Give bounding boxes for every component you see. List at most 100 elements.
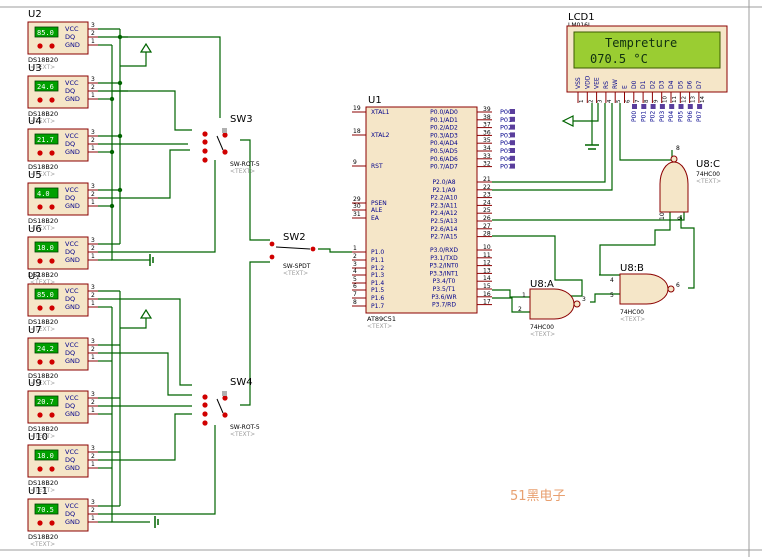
sensor-pin-dq: DQ xyxy=(65,402,75,410)
net-terminal xyxy=(510,132,515,138)
sensor-ref: U6 xyxy=(28,224,42,235)
gate-bubble xyxy=(667,285,675,293)
sensor-part: DS18B20 xyxy=(28,479,58,487)
gate-pin: 9 xyxy=(677,216,684,220)
mcu-pin-name: P0.3/AD3 xyxy=(430,132,458,139)
p0-net-label: P00 xyxy=(500,108,512,116)
sensor-pin-vcc: VCC xyxy=(65,341,79,349)
sensor-pin-dq: DQ xyxy=(65,510,75,518)
switch-handle xyxy=(222,128,227,133)
switch-contact xyxy=(222,395,228,401)
sensor-button-right xyxy=(49,466,55,472)
sensor-button-right xyxy=(49,97,55,103)
switch-contact xyxy=(222,412,228,418)
net-terminal xyxy=(510,148,515,153)
junction-dot xyxy=(109,149,115,155)
mcu-pin-num: 29 xyxy=(353,196,361,203)
gate-ref: U8:A xyxy=(530,279,554,290)
mcu-pin-num: 17 xyxy=(483,299,491,306)
sensor-pin-number: 3 xyxy=(91,284,95,291)
switch-contact xyxy=(269,241,275,247)
net-terminal xyxy=(650,104,656,109)
mcu-pin-name: P2.5/A13 xyxy=(431,218,458,225)
net-terminal xyxy=(510,163,515,169)
p0-net-label: P02 xyxy=(500,124,512,132)
sensor-text: <TEXT> xyxy=(30,225,55,232)
p0-net-label: P07 xyxy=(500,163,512,171)
wire-p21-rw xyxy=(492,103,613,191)
mcu-pin-name: P1.7 xyxy=(371,303,384,310)
sensor-ref: U4 xyxy=(28,116,42,127)
sensor-text: <TEXT> xyxy=(30,64,55,71)
lcd-pin-name: VDD xyxy=(584,75,591,89)
sensor-pin-gnd: GND xyxy=(65,95,80,103)
net-terminal xyxy=(510,109,515,114)
gate-part: 74HC00 xyxy=(620,309,644,316)
lcd-line-2: 070.5 °C xyxy=(590,52,648,66)
wire-p25-gate xyxy=(492,212,685,221)
sensor-pin-dq: DQ xyxy=(65,349,75,357)
gate-u8a xyxy=(529,288,581,320)
lcd-pin-num: 4 xyxy=(607,99,613,103)
mcu-pin-name: P2.6/A14 xyxy=(431,226,458,233)
net-terminal xyxy=(510,124,515,130)
mcu-pin-num: 9 xyxy=(353,159,357,166)
lcd-bus-label: P07 xyxy=(696,111,703,122)
sensor-pin-number: 1 xyxy=(91,253,95,260)
mcu-pin-name: P1.5 xyxy=(371,287,384,294)
switch-ref: SW4 xyxy=(230,377,253,388)
gate-u8c xyxy=(659,155,689,213)
sensor-reading: 18.0 xyxy=(37,452,54,460)
wire-ub-out xyxy=(680,215,695,289)
gate-pin: 4 xyxy=(610,277,614,284)
sensor-pin-dq: DQ xyxy=(65,140,75,148)
mcu-pin-num: 13 xyxy=(483,267,491,274)
sensor-display xyxy=(34,187,59,199)
net-terminal xyxy=(697,104,703,109)
lcd-bus-label: P05 xyxy=(678,111,685,122)
lcd-bus-label: P06 xyxy=(687,111,694,122)
mcu-pin-num: 32 xyxy=(483,161,491,168)
lcd-pin-num: 3 xyxy=(598,99,604,103)
gate-body xyxy=(529,288,575,320)
mcu-pin-name: P1.3 xyxy=(371,272,384,279)
sensor-pin-gnd: GND xyxy=(65,41,80,49)
sensor-pin-number: 2 xyxy=(91,137,95,144)
watermark: 51黑电子 xyxy=(510,489,566,504)
gate-text: <TEXT> xyxy=(696,178,721,185)
switch-contact xyxy=(202,131,208,137)
gate-u8b xyxy=(619,273,675,305)
sensor-pin-number: 2 xyxy=(91,84,95,91)
mcu-pin-name: P2.0/A8 xyxy=(432,179,455,186)
lcd-ref: LCD1 xyxy=(568,12,595,23)
sensor-ref: U2 xyxy=(28,9,42,20)
lcd-pin-num: 6 xyxy=(626,99,632,103)
mcu-ref: U1 xyxy=(368,95,382,106)
mcu-pin-num: 23 xyxy=(483,192,491,199)
junction-dot xyxy=(109,96,115,102)
sensor-reading: 18.0 xyxy=(37,244,54,252)
mcu-pin-name: P2.7/A15 xyxy=(431,234,458,241)
gate-text: <TEXT> xyxy=(620,316,645,323)
mcu-text: <TEXT> xyxy=(367,323,392,330)
sensor-display xyxy=(34,449,59,461)
switch-wiper xyxy=(216,135,224,151)
lcd-pin-name: D0 xyxy=(631,80,638,89)
wire-layer xyxy=(98,28,695,528)
mcu-pin-num: 1 xyxy=(353,245,357,252)
sensor-button-right xyxy=(49,258,55,264)
net-terminal xyxy=(510,116,515,122)
sensor-display xyxy=(34,133,59,145)
power-symbol-lcd xyxy=(561,115,574,127)
switch-ref: SW3 xyxy=(230,114,253,125)
mcu-pin-name: P1.0 xyxy=(371,249,384,256)
sensor-reading: 20.7 xyxy=(37,398,54,406)
sensor-pin-number: 2 xyxy=(91,292,95,299)
mcu-pin-name: P1.2 xyxy=(371,265,384,272)
